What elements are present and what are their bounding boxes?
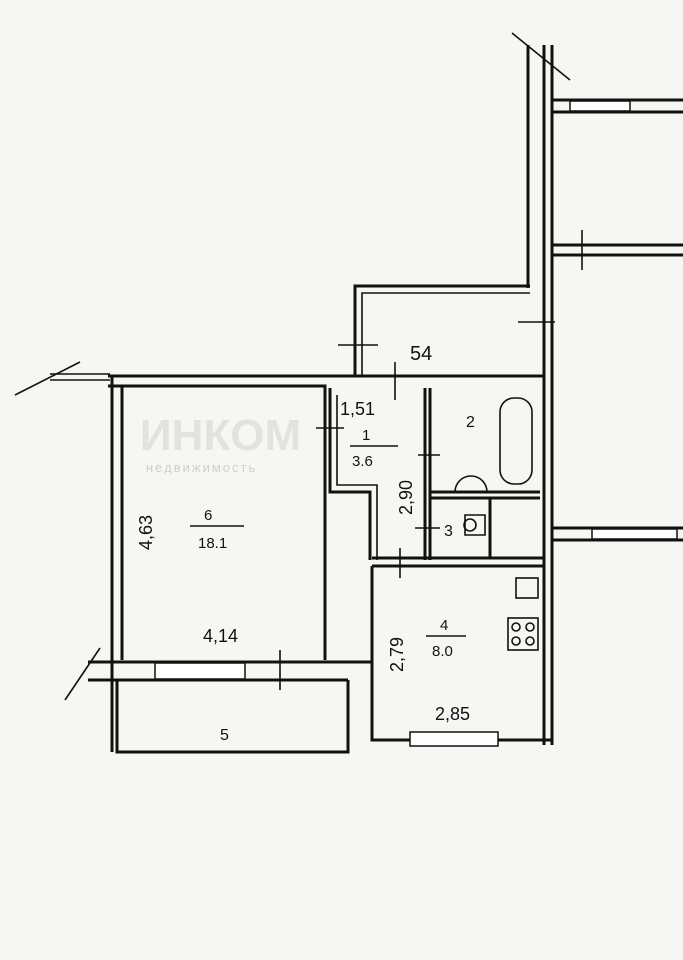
room-2-number: 2 [466, 414, 475, 431]
room-3-number: 3 [444, 523, 453, 540]
hall-length-dimension: 2,90 [396, 480, 416, 515]
window [154, 662, 246, 680]
room-5-number: 5 [220, 727, 229, 744]
window [591, 528, 678, 540]
room-6-number: 6 [204, 507, 212, 524]
toilet-icon [464, 514, 486, 536]
loggia-dimension: 54 [410, 343, 432, 365]
stove-icon [507, 617, 539, 651]
hall-width-dimension: 1,51 [340, 399, 375, 419]
room-1-area: 3.6 [352, 453, 373, 470]
room-height-dimension: 4,63 [136, 515, 156, 550]
sink-icon [454, 475, 488, 493]
kitchen-sink-icon [515, 577, 539, 599]
exterior-walls [511, 32, 683, 745]
window [409, 731, 499, 747]
room-6-area: 18.1 [198, 535, 227, 552]
loggia: 54 [338, 284, 555, 375]
room-1-number: 1 [362, 427, 370, 444]
room-width-dimension: 4,14 [203, 626, 238, 646]
watermark-brand: ИНКОМ [140, 411, 301, 460]
room-4-number: 4 [440, 617, 448, 634]
room-4-area: 8.0 [432, 643, 453, 660]
kitchen-width-dimension: 2,85 [435, 704, 470, 724]
window [569, 100, 631, 112]
watermark-tagline: недвижимость [146, 460, 257, 475]
bathtub-icon [499, 397, 533, 485]
kitchen-height-dimension: 2,79 [387, 637, 407, 672]
apartment-walls: 5 [14, 361, 552, 754]
